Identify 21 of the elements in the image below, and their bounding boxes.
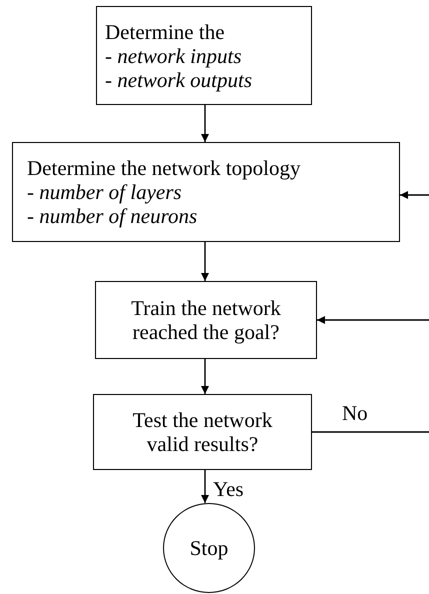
box-text: - number of layers [27, 180, 182, 204]
process-box [96, 6, 312, 105]
arrow [317, 316, 429, 324]
box-text: Stop [190, 536, 228, 560]
box-text: Determine the network topology [27, 156, 301, 180]
box-text: reached the goal? [132, 320, 280, 344]
process-box [93, 394, 312, 470]
process-box [95, 281, 317, 359]
arrow [201, 359, 209, 394]
box-text: valid results? [146, 432, 258, 456]
box-text: Train the network [131, 296, 281, 320]
box-text: Test the network [132, 408, 272, 432]
box-text: Determine the [105, 20, 225, 44]
arrow [201, 470, 209, 503]
process-box [12, 142, 400, 242]
arrow [201, 105, 209, 142]
box-text: - network outputs [105, 68, 252, 92]
arrow [201, 242, 209, 281]
arrow [400, 191, 429, 199]
box-text: - number of neurons [27, 204, 198, 228]
box-text: - network inputs [105, 44, 242, 68]
